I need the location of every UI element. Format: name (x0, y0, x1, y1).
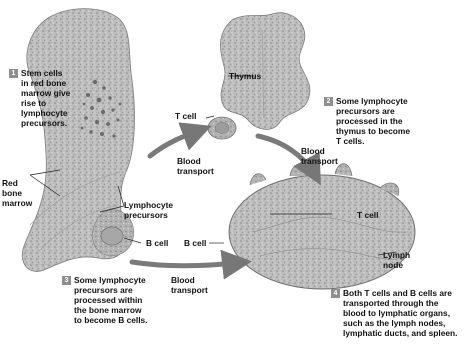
t-cell-label-top: T cell (175, 111, 196, 121)
step-4: 4 Both T cells and B cells are transport… (331, 288, 458, 338)
thymus-label: Thymus (229, 71, 261, 81)
lymph-node-label: Lymph node (383, 250, 410, 270)
b-cell-label-node: B cell (184, 238, 206, 248)
step-4-text: Both T cells and B cells are transported… (343, 288, 458, 338)
b-cell-illustration (101, 227, 123, 245)
step-3-badge: 3 (62, 276, 71, 285)
step-1-badge: 1 (9, 69, 18, 78)
lymphocyte-precursors-label: Lymphocyte precursors (124, 200, 173, 220)
step-4-badge: 4 (331, 289, 340, 298)
step-1: 1 Stem cells in red bone marrow give ris… (9, 68, 70, 128)
lymph-node-illustration (229, 164, 415, 289)
t-cell-illustration (208, 117, 236, 139)
blood-transport-label-1: Blood transport (177, 156, 214, 176)
t-cell-label-node: T cell (357, 210, 378, 220)
step-2-text: Some lymphocyte precursors are processed… (336, 96, 410, 146)
red-bone-marrow-label: Red bone marrow (2, 178, 32, 208)
blood-transport-label-3: Blood transport (171, 275, 208, 295)
step-3-text: Some lymphocyte precursors are processed… (74, 275, 148, 325)
step-3: 3 Some lymphocyte precursors are process… (62, 275, 148, 325)
step-2: 2 Some lymphocyte precursors are process… (324, 96, 410, 146)
b-cell-label-bone: B cell (146, 238, 168, 248)
step-2-badge: 2 (324, 97, 333, 106)
step-1-text: Stem cells in red bone marrow give rise … (21, 68, 70, 128)
blood-transport-label-2: Blood transport (301, 146, 338, 166)
